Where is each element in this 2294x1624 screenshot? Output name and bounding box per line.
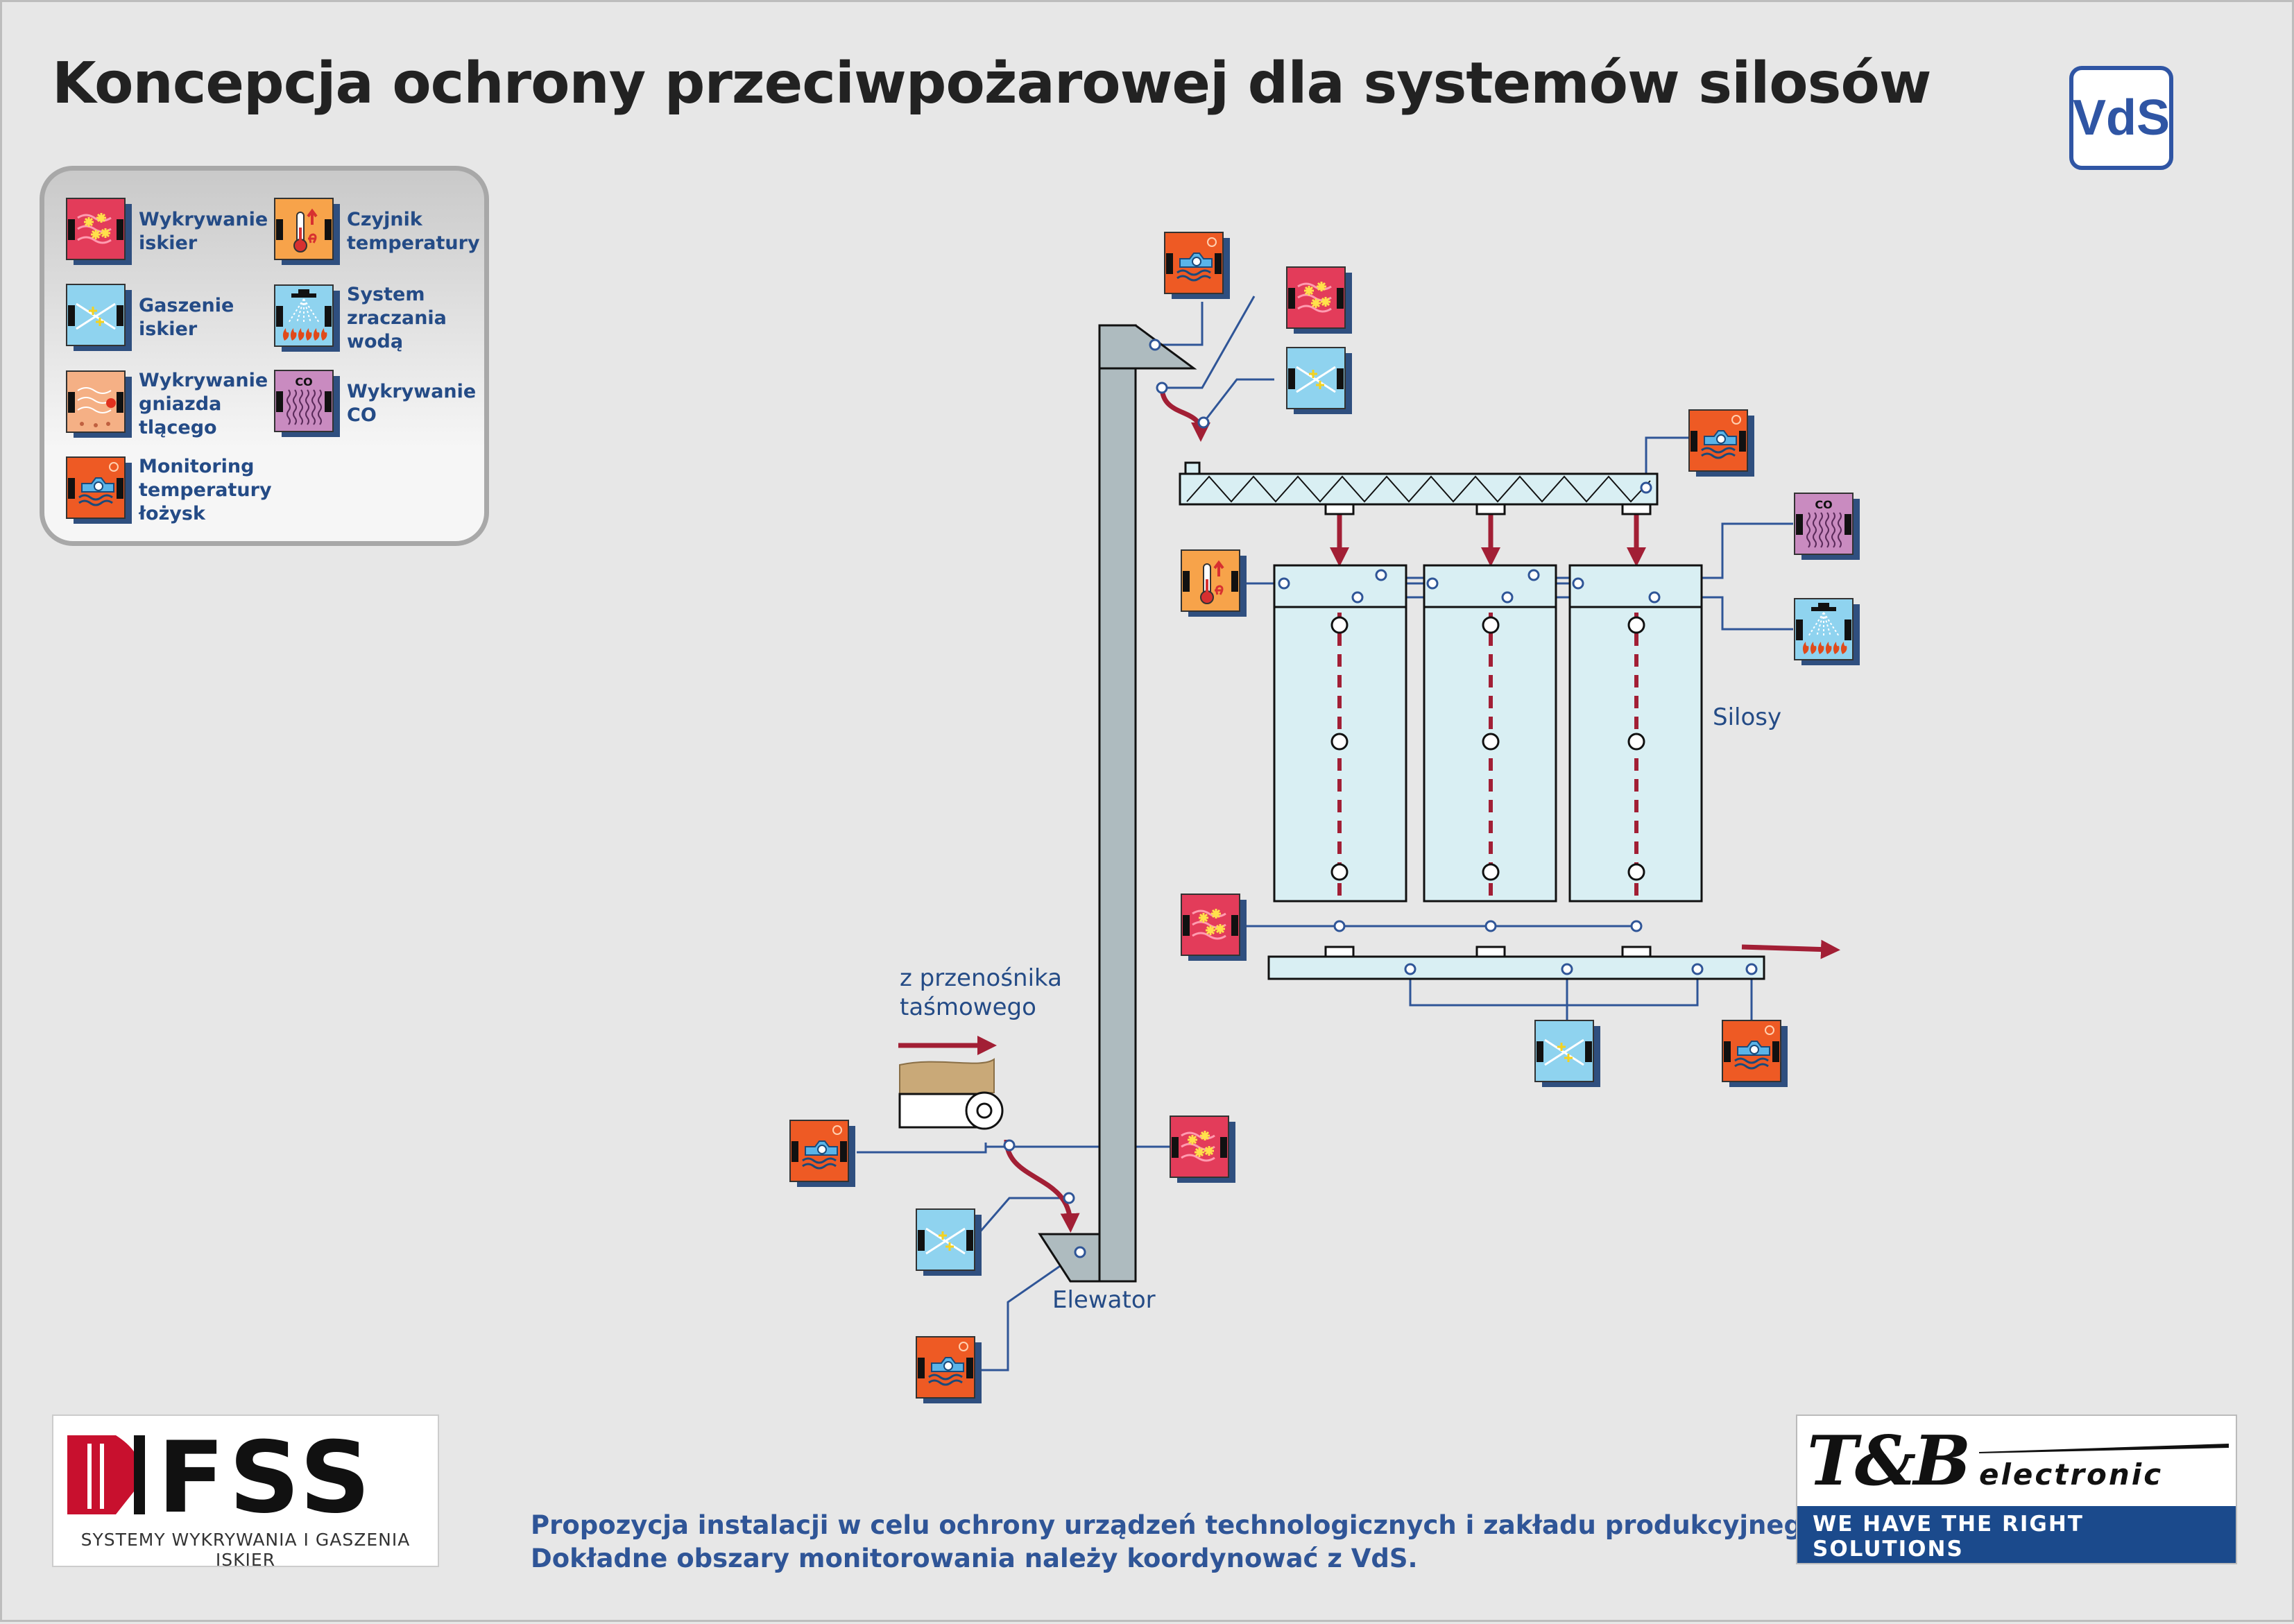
legend-label: Wykrywanie iskier bbox=[139, 209, 268, 254]
legend-label: Wykrywanie gniazda tlącego bbox=[139, 370, 268, 438]
bearing-monitoring-icon[interactable] bbox=[1688, 409, 1754, 477]
legend-label: System zraczania wodą bbox=[347, 284, 447, 352]
tb-subtitle: electronic bbox=[1979, 1458, 2164, 1491]
spark-extinguishing-icon[interactable] bbox=[916, 1208, 982, 1276]
spark-detection-icon[interactable] bbox=[1181, 894, 1247, 961]
svg-text:CO: CO bbox=[295, 375, 312, 388]
bearing-monitoring-icon[interactable] bbox=[1722, 1020, 1788, 1087]
legend-item-temperature-sensor: Czyjnik temperatury bbox=[273, 197, 480, 266]
bearing-monitoring-icon[interactable] bbox=[789, 1120, 855, 1187]
legend-item-bearing-monitoring: Monitoring temperatury łożysk bbox=[65, 455, 272, 526]
co-detection-icon: CO bbox=[274, 370, 340, 437]
svg-text:CO: CO bbox=[1815, 498, 1832, 511]
co-detection-icon[interactable]: CO bbox=[1794, 493, 1860, 560]
spark-detection-icon[interactable] bbox=[1170, 1116, 1235, 1183]
legend-item-water-sprinkler: System zraczania wodą bbox=[273, 283, 447, 354]
sensor-points bbox=[1003, 339, 1758, 1258]
water-sprinkler-icon bbox=[274, 284, 340, 352]
screw-conveyor-bottom bbox=[1267, 955, 1765, 980]
ember-detection-icon bbox=[66, 370, 132, 438]
elevator-shaft bbox=[1098, 324, 1137, 1283]
legend-item-spark-detection: Wykrywanie iskier bbox=[65, 197, 268, 266]
fss-wordmark: FSS bbox=[157, 1421, 375, 1527]
bearing-monitoring-icon[interactable] bbox=[1164, 232, 1230, 299]
spark-extinguishing-icon[interactable] bbox=[1534, 1020, 1600, 1087]
fss-logo: FSS SYSTEMY WYKRYWANIA I GASZENIA ISKIER bbox=[52, 1414, 439, 1570]
temperature-sensor-icon[interactable] bbox=[1181, 549, 1247, 617]
material-pile bbox=[899, 1058, 995, 1100]
elevator-boot bbox=[1038, 1233, 1101, 1283]
elevator-head bbox=[1098, 324, 1197, 370]
legend-item-spark-extinguishing: Gaszenie iskier bbox=[65, 283, 234, 352]
fss-logo-mark: FSS bbox=[67, 1421, 375, 1535]
legend-item-co-detection: CO Wykrywanie CO bbox=[273, 369, 476, 438]
footer-note: Propozycja instalacji w celu ochrony urz… bbox=[531, 1509, 1829, 1575]
tb-electronic-logo: T&B electronic WE HAVE THE RIGHT SOLUTIO… bbox=[1796, 1414, 2237, 1564]
tb-slogan: WE HAVE THE RIGHT SOLUTIONS FOR ALL APPL… bbox=[1813, 1512, 2132, 1563]
footer-line-2: Dokładne obszary monitorowania należy ko… bbox=[531, 1544, 1418, 1573]
spark-detection-icon[interactable] bbox=[1286, 266, 1352, 334]
fss-tagline: SYSTEMY WYKRYWANIA I GASZENIA ISKIER bbox=[80, 1530, 411, 1570]
spark-detection-icon bbox=[66, 198, 132, 265]
tb-wordmark: T&B bbox=[1807, 1421, 1971, 1501]
elevator-label: Elewator bbox=[1052, 1286, 1156, 1314]
vds-badge: VdS bbox=[2069, 66, 2173, 170]
silo-group bbox=[1273, 564, 1703, 903]
tb-slogan-band: WE HAVE THE RIGHT SOLUTIONS FOR ALL APPL… bbox=[1797, 1506, 2236, 1563]
legend-label: Gaszenie iskier bbox=[139, 295, 234, 340]
temperature-sensor-icon bbox=[274, 198, 340, 265]
silos-label: Silosy bbox=[1713, 703, 1782, 731]
bearing-monitoring-icon[interactable] bbox=[916, 1336, 982, 1403]
page-title: Koncepcja ochrony przeciwpożarowej dla s… bbox=[52, 51, 1932, 117]
bearing-monitoring-icon bbox=[66, 456, 132, 524]
legend-panel: Wykrywanie iskier Czyjnik temperatury Ga… bbox=[40, 166, 489, 546]
screw-conveyor-top bbox=[1179, 472, 1659, 506]
spark-extinguishing-icon[interactable] bbox=[1286, 347, 1352, 414]
legend-label: Czyjnik temperatury bbox=[347, 209, 480, 254]
spark-extinguishing-icon bbox=[66, 284, 132, 351]
legend-label: Monitoring temperatury łożysk bbox=[139, 456, 272, 524]
water-sprinkler-icon[interactable] bbox=[1794, 598, 1860, 665]
footer-line-1: Propozycja instalacji w celu ochrony urz… bbox=[531, 1510, 1830, 1540]
legend-label: Wykrywanie CO bbox=[347, 381, 477, 426]
conveyor-source-label: z przenośnika taśmowego bbox=[900, 964, 1062, 1021]
legend-item-ember-detection: Wykrywanie gniazda tlącego bbox=[65, 369, 268, 440]
